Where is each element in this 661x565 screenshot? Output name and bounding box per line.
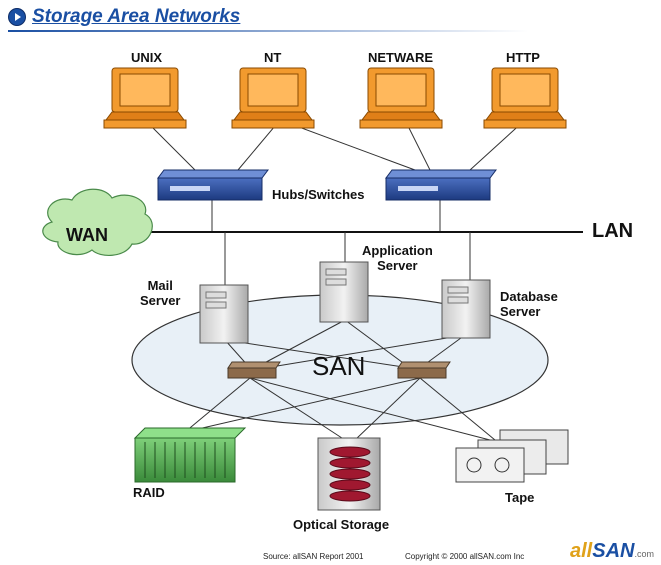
- page-title: Storage Area Networks: [8, 4, 240, 30]
- terminal-nt: [231, 67, 315, 129]
- terminal-label-http: HTTP: [506, 50, 540, 65]
- title-rule: [8, 30, 528, 32]
- allsan-logo: allSAN.com: [570, 540, 654, 563]
- terminal-links: [144, 119, 526, 171]
- logo-san: SAN: [592, 540, 635, 562]
- tape-label: Tape: [505, 490, 535, 505]
- san-switch-right: [397, 361, 451, 379]
- application-server: [319, 261, 369, 323]
- lan-server-links: [224, 232, 471, 285]
- logo-all: all: [570, 540, 593, 562]
- lan-label: LAN: [592, 220, 634, 242]
- terminal-netware: [359, 67, 443, 129]
- san-label: SAN: [312, 351, 366, 381]
- logo-suffix: .com: [634, 549, 654, 559]
- copyright-note: Copyright © 2000 allSAN.com Inc: [405, 552, 525, 561]
- optical-storage-label: Optical Storage: [293, 517, 390, 532]
- hubs-switches-label: Hubs/Switches: [272, 187, 365, 202]
- play-circle-icon: [8, 8, 26, 26]
- wan-cloud: [42, 188, 153, 256]
- switch-lan-links: [211, 200, 441, 232]
- raid-array: [133, 427, 247, 483]
- tape-library: [455, 429, 569, 483]
- terminal-label-nt: NT: [264, 50, 282, 65]
- switch-left: [157, 169, 269, 201]
- database-server: [441, 279, 491, 339]
- switch-right: [385, 169, 497, 201]
- raid-label: RAID: [133, 485, 165, 500]
- page-title-text: Storage Area Networks: [32, 6, 241, 27]
- terminal-label-netware: NETWARE: [368, 50, 433, 65]
- application-server-label: Application Server: [362, 243, 433, 273]
- database-server-label: Database Server: [500, 289, 558, 319]
- source-note: Source: allSAN Report 2001: [263, 552, 364, 561]
- optical-storage: [317, 437, 381, 511]
- terminal-unix: [103, 67, 187, 129]
- terminal-label-unix: UNIX: [131, 50, 163, 65]
- mail-server: [199, 284, 249, 344]
- wan-label: WAN: [66, 225, 108, 245]
- terminal-http: [483, 67, 567, 129]
- san-switch-left: [227, 361, 281, 379]
- san-mesh-links: [184, 319, 496, 441]
- mail-server-label: Mail Server: [140, 278, 181, 308]
